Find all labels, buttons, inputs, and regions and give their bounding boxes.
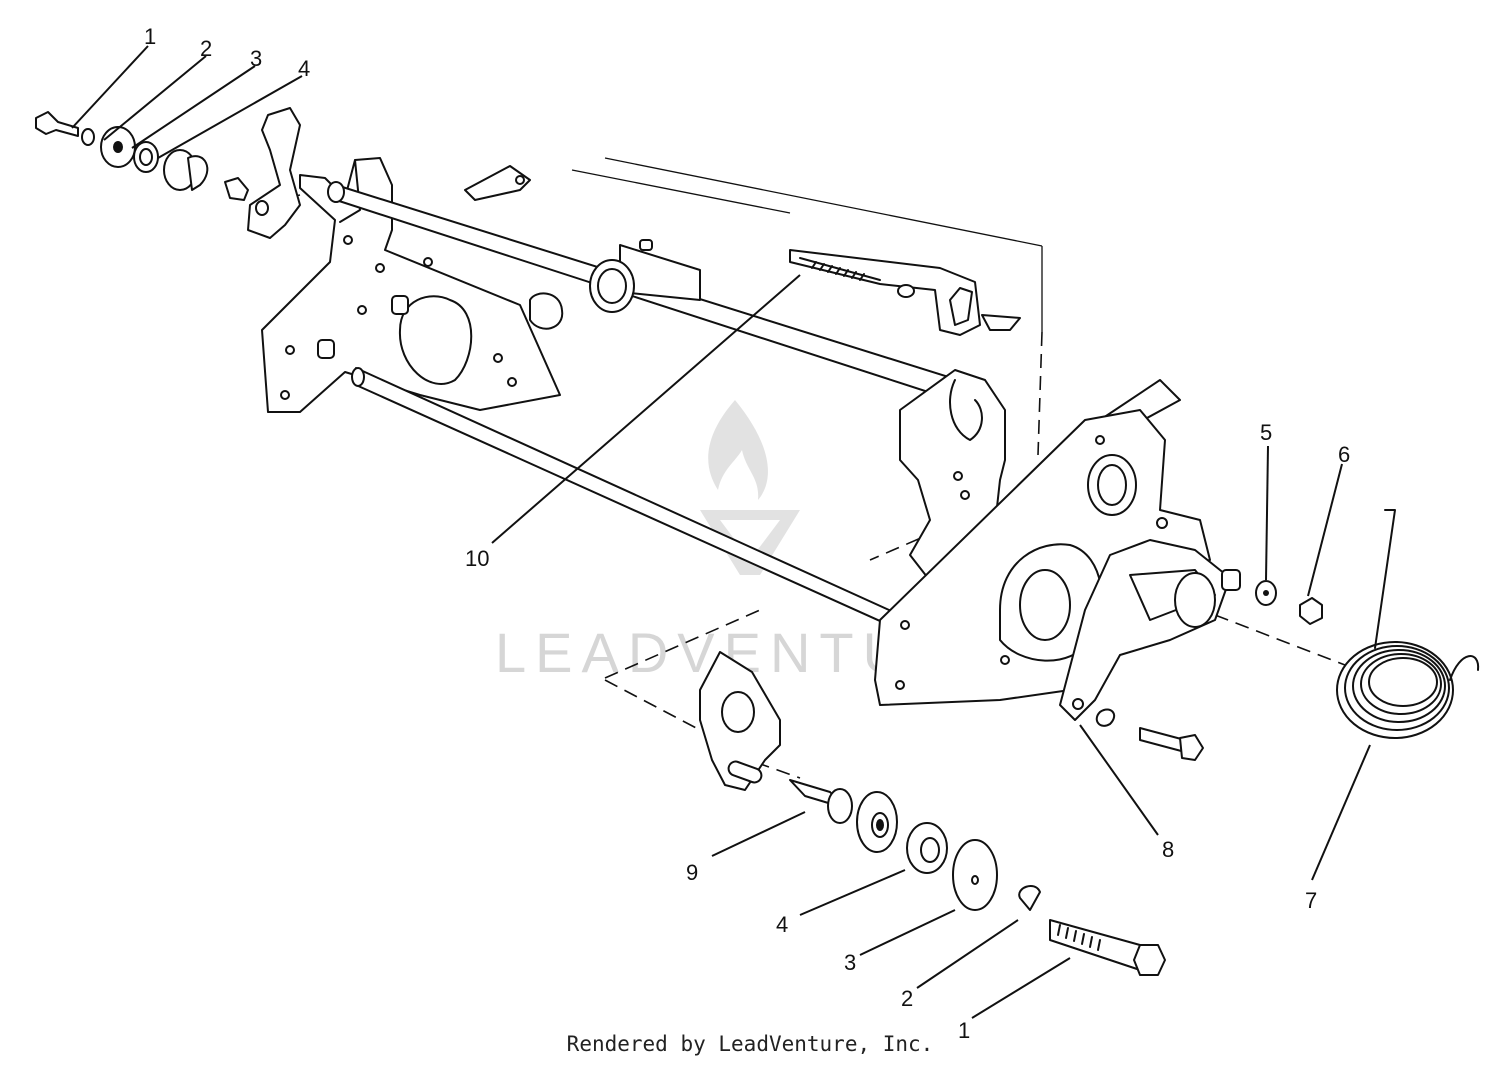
callout-4-top: 4	[298, 56, 310, 81]
callout-4-bottom: 4	[776, 912, 788, 937]
top-left-hardware	[35, 107, 301, 239]
callout-5: 5	[1260, 420, 1272, 445]
callout-2-bottom: 2	[901, 986, 913, 1011]
callout-6: 6	[1338, 442, 1350, 467]
callout-1-bottom: 1	[958, 1018, 970, 1043]
leader-lines	[71, 45, 1371, 1019]
bottom-hardware	[699, 580, 1323, 976]
right-side-plate	[874, 379, 1211, 706]
left-side-plate	[261, 157, 564, 413]
pivot-arm	[1059, 539, 1241, 721]
torsion-spring	[1336, 509, 1480, 739]
callout-1-top: 1	[144, 24, 156, 49]
callout-labels: 1 2 3 4 10 5 6 8 7 9 4 3 2 1	[144, 24, 1350, 1043]
callout-10: 10	[465, 546, 489, 571]
control-rod-assembly	[464, 165, 1021, 336]
callout-7: 7	[1305, 888, 1317, 913]
callout-3-bottom: 3	[844, 950, 856, 975]
lower-rod	[351, 367, 901, 631]
callout-3-top: 3	[250, 46, 262, 71]
rendered-by-footer: Rendered by LeadVenture, Inc.	[566, 1032, 934, 1056]
callout-9: 9	[686, 860, 698, 885]
upper-shaft-tube	[327, 181, 991, 413]
callout-2-top: 2	[200, 36, 212, 61]
callout-8: 8	[1162, 837, 1174, 862]
